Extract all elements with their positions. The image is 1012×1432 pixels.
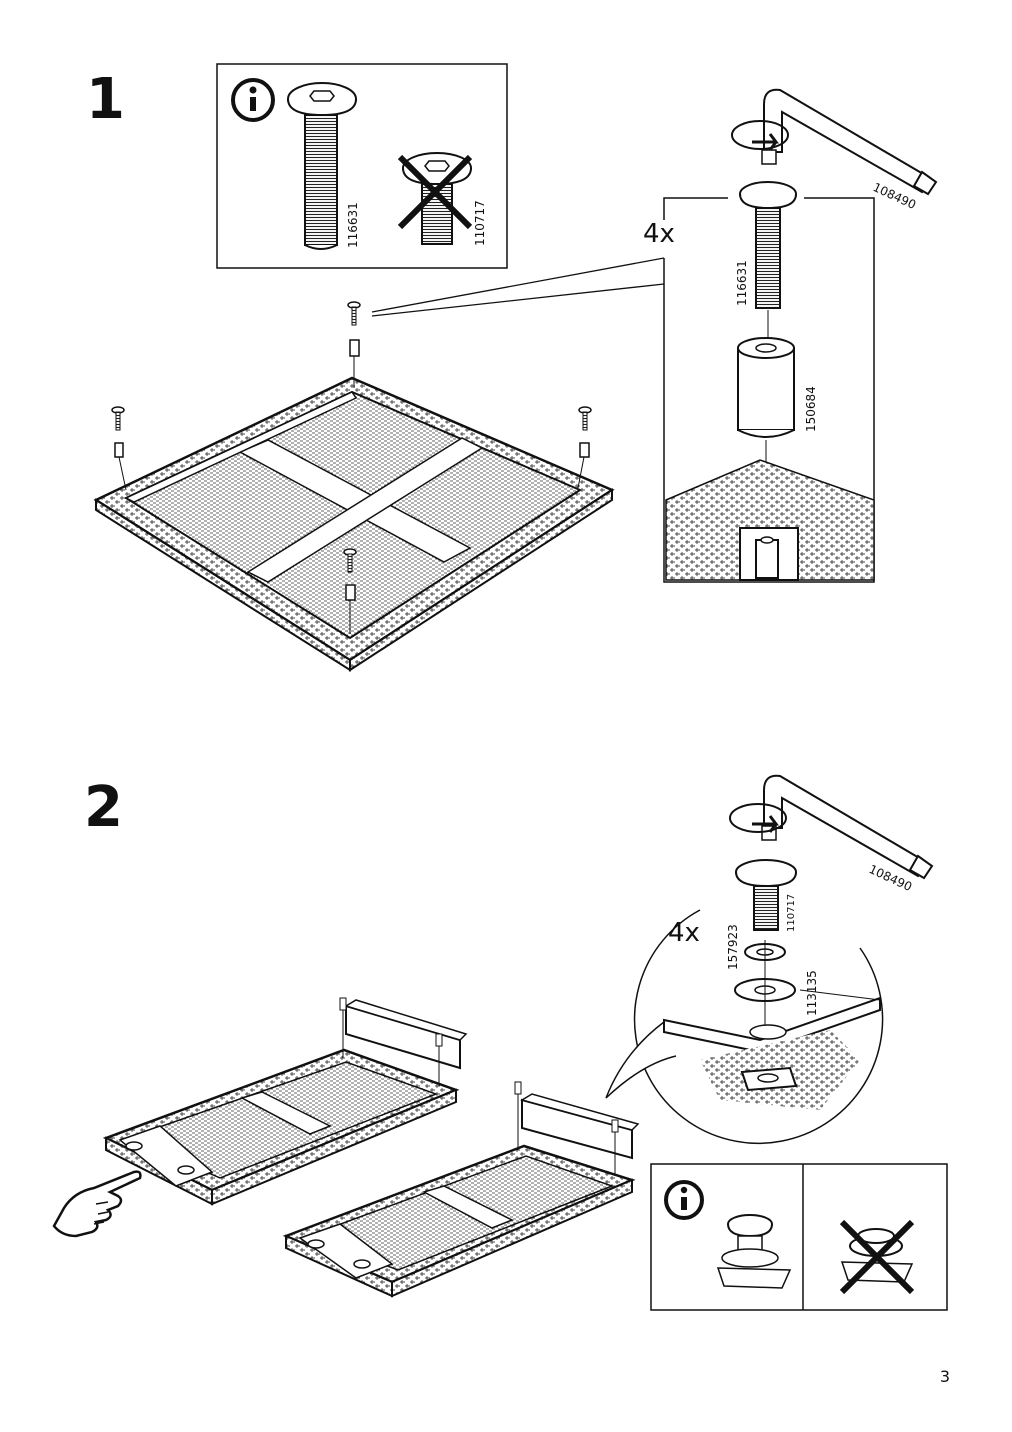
step-2-panel-left	[102, 1048, 460, 1206]
step-1-info-box: 116631 110717	[216, 63, 508, 269]
step-1-bolt-top	[347, 301, 361, 388]
part-label-110717-step2: 110717	[786, 894, 797, 932]
step-1-seat-panel	[93, 376, 615, 672]
wrong-fit-icon	[839, 1219, 915, 1295]
screw-116631-detail-icon	[739, 181, 797, 309]
part-label-150684: 150684	[804, 386, 818, 432]
info-icon	[231, 78, 275, 122]
step-2-bracket-left	[339, 997, 468, 1086]
part-label-157923: 157923	[726, 924, 740, 970]
step-2-panel-right	[282, 1144, 636, 1298]
step-2-bracket-right	[514, 1081, 640, 1176]
step-1-bolt-bottom	[343, 548, 357, 634]
screw-116631-icon	[287, 82, 357, 250]
part-label-116631: 116631	[346, 202, 360, 248]
allen-key-step-2-icon	[729, 774, 934, 880]
step-1-detail-box: 108490 116631 150684	[663, 88, 938, 583]
part-label-116631-detail: 116631	[735, 260, 749, 306]
step-2-number: 2	[84, 775, 123, 840]
step-2-quantity: 4x	[668, 918, 700, 948]
step-1-quantity: 4x	[643, 219, 675, 249]
allen-key-icon	[731, 88, 938, 196]
step-1-bolt-right	[577, 406, 592, 489]
correct-fit-icon	[716, 1214, 792, 1289]
step-2-info-box	[650, 1163, 948, 1311]
step-2-detail-magnifier: 110717 157923 113135	[605, 859, 884, 1145]
pointing-hand-icon	[52, 1170, 142, 1238]
info-icon	[664, 1180, 704, 1220]
spacer-150684-icon	[737, 337, 795, 438]
page-number: 3	[939, 1367, 950, 1386]
step-1-bolt-left	[111, 406, 127, 491]
screw-110717-detail-icon	[735, 859, 797, 931]
part-label-113135: 113135	[805, 970, 819, 1016]
cross-out-icon	[397, 154, 473, 230]
part-label-110717: 110717	[473, 200, 487, 246]
step-1-number: 1	[86, 67, 125, 132]
